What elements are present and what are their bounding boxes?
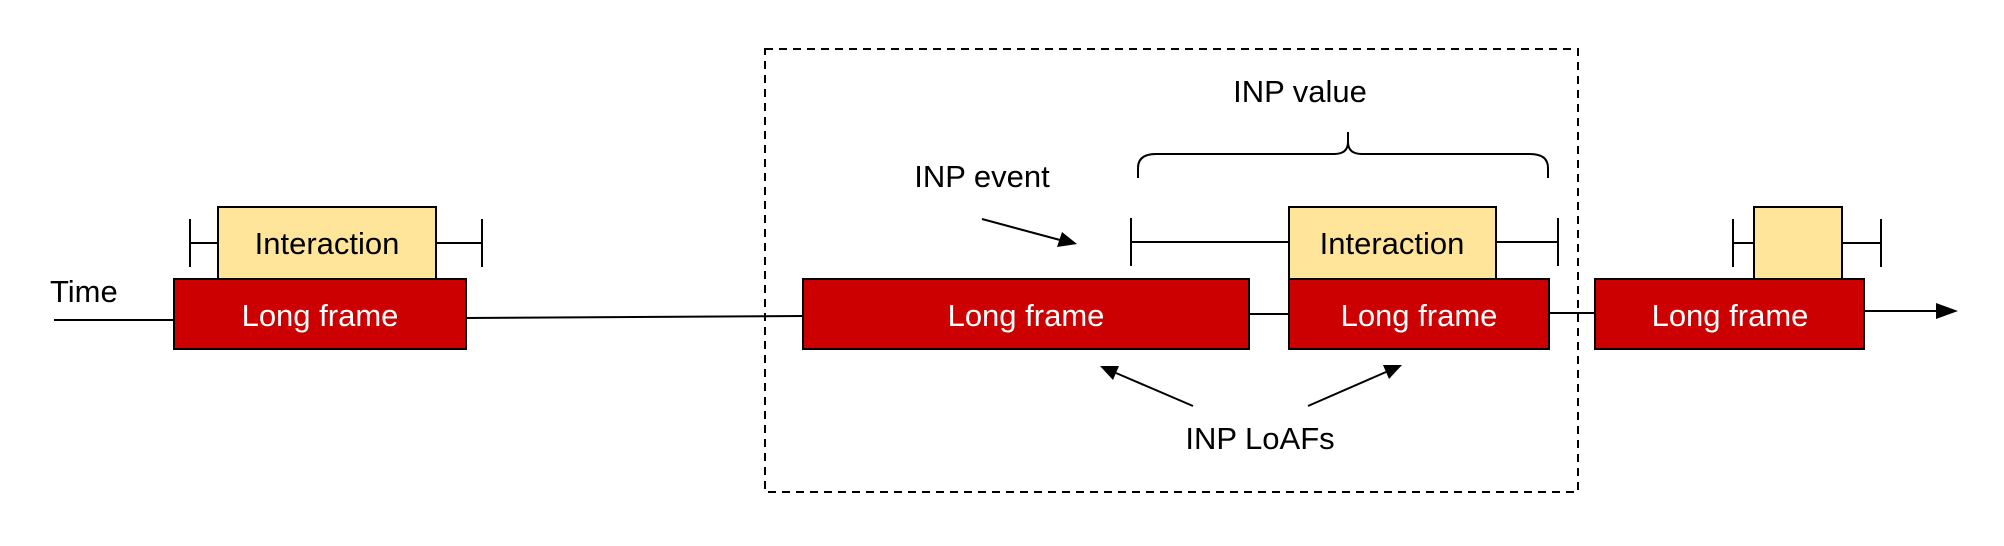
timeline-arrowhead: [1936, 303, 1958, 319]
interaction-label: Interaction: [1320, 226, 1465, 261]
inp-loaf-arrow: [1307, 365, 1402, 407]
interaction-whiskers: [189, 218, 1882, 267]
inp-event-label: INP event: [914, 159, 1050, 194]
interaction-label: Interaction: [255, 226, 400, 261]
long-frame-label: Long frame: [1341, 298, 1498, 333]
long-frame-box: Long frame: [1594, 278, 1865, 350]
long-frame-label: Long frame: [1652, 298, 1809, 333]
time-label: Time: [50, 274, 118, 309]
long-frame-label: Long frame: [948, 298, 1105, 333]
timeline-segment: [465, 315, 804, 319]
inp-event-arrow: [981, 218, 1077, 247]
long-frame-box: Long frame: [1288, 278, 1550, 350]
inp-highlight-box: [764, 48, 1579, 493]
inp-loafs-label: INP LoAFs: [1185, 421, 1334, 456]
interaction-box: [1753, 206, 1843, 280]
interaction-box: Interaction: [217, 206, 437, 280]
interaction-box: Interaction: [1288, 206, 1497, 280]
long-frame-box: Long frame: [173, 278, 467, 350]
inp-loaf-arrow: [1100, 366, 1194, 407]
inp-value-label: INP value: [1233, 74, 1367, 109]
inp-value-brace: [1137, 132, 1549, 178]
long-frame-label: Long frame: [242, 298, 399, 333]
long-frame-box: Long frame: [802, 278, 1250, 350]
timeline: [54, 310, 1938, 321]
